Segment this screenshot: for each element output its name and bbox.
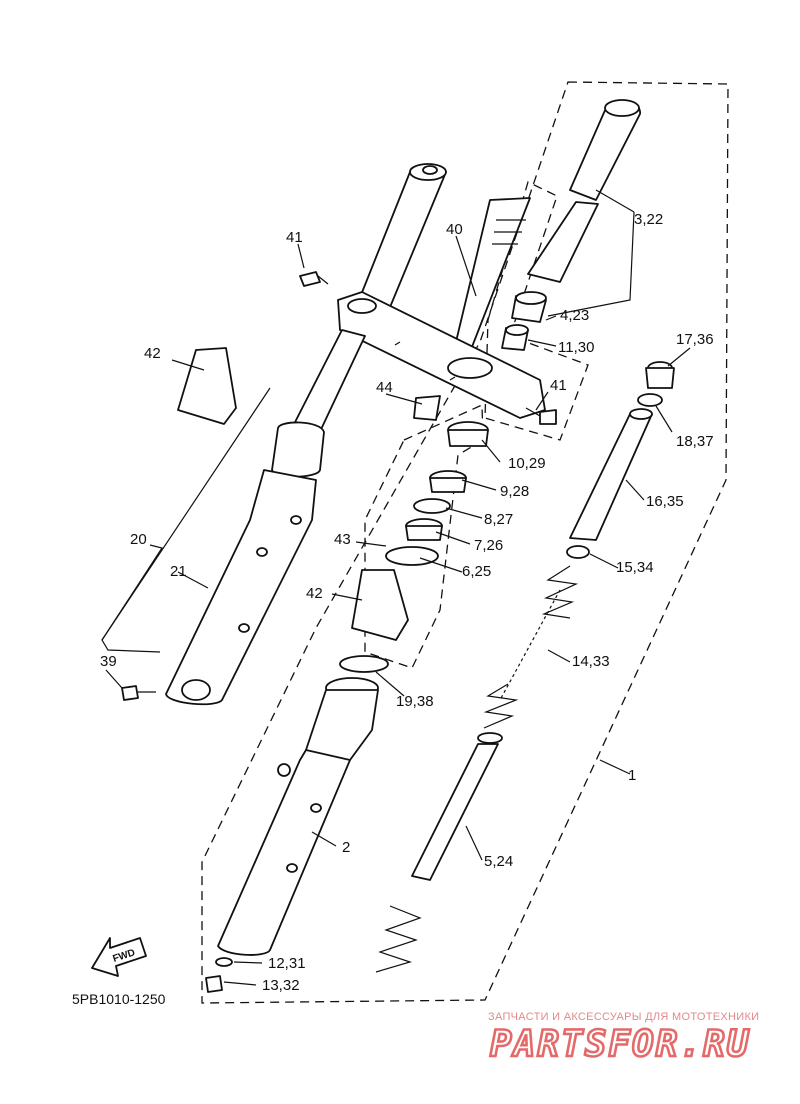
bushing-11-30: [501, 324, 529, 351]
callout-39: 39: [100, 653, 117, 670]
callout-11-30: 11,30: [558, 339, 594, 356]
bearing-10-29: [447, 421, 489, 447]
spring-14-33: [483, 565, 579, 729]
callout-15-34: 15,34: [616, 559, 654, 576]
callout-9-28: 9,28: [500, 483, 529, 500]
callout-4-23: 4,23: [560, 307, 589, 324]
fork-lower-leg-left: [165, 329, 366, 706]
nut-9-28: [429, 470, 467, 493]
callout-41-right: 41: [550, 377, 567, 394]
callout-19-38: 19,38: [396, 693, 434, 710]
watermark-tagline: ЗАПЧАСТИ И АКСЕССУАРЫ ДЛЯ МОТОТЕХНИКИ: [488, 1011, 759, 1023]
watermark: ЗАПЧАСТИ И АКСЕССУАРЫ ДЛЯ МОТОТЕХНИКИ PA…: [488, 1011, 759, 1066]
bolt-39: [121, 685, 156, 701]
washer-15-34: [566, 545, 590, 559]
callout-14-33: 14,33: [572, 653, 610, 670]
inner-tube-3-22: [527, 99, 641, 283]
callout-16-35: 16,35: [646, 493, 684, 510]
callout-20: 20: [130, 531, 147, 548]
dashed-outline-bearing-group: [364, 404, 484, 669]
callout-42-upper: 42: [144, 345, 161, 362]
o-ring-19-38: [339, 655, 389, 673]
cover-42-lower: [351, 569, 409, 641]
callout-42-lower: 42: [306, 585, 323, 602]
callout-labels: 41 40 3,22 4,23 11,30 17,36 42 44 41 18,…: [100, 211, 714, 994]
callout-8-27: 8,27: [484, 511, 513, 528]
dashed-outline-top-group: [484, 181, 589, 441]
under-bracket: [337, 197, 546, 419]
callout-12-31: 12,31: [268, 955, 306, 972]
callout-40: 40: [446, 221, 463, 238]
dashed-outline-assembly-1: [201, 81, 729, 1004]
cap-bolt-17-36: [645, 361, 675, 389]
callout-2: 2: [342, 839, 350, 856]
washer-12-31: [215, 957, 233, 967]
bearing-7-26: [405, 518, 443, 541]
callout-43: 43: [334, 531, 351, 548]
bolt-44: [413, 395, 441, 421]
washer-8-27: [413, 498, 451, 514]
fork-tube-left: [354, 163, 447, 318]
callout-13-32: 13,32: [262, 977, 300, 994]
callout-17-36: 17,36: [676, 331, 714, 348]
fork-lower-leg-2: [217, 677, 379, 956]
damper-rod-5-24: [375, 732, 503, 973]
bolt-13-32: [205, 975, 223, 993]
fwd-arrow-icon: FWD: [91, 937, 147, 977]
ring-43: [385, 546, 439, 566]
callout-5-24: 5,24: [484, 853, 513, 870]
spacer-16-35: [569, 408, 653, 541]
callout-3-22: 3,22: [634, 211, 663, 228]
callout-44: 44: [376, 379, 393, 396]
callout-41-top: 41: [286, 229, 303, 246]
diagram-code: 5PB1010-1250: [72, 991, 166, 1007]
bolt-41-top: [299, 271, 329, 287]
callout-21: 21: [170, 563, 187, 580]
callout-18-37: 18,37: [676, 433, 714, 450]
callout-7-26: 7,26: [474, 537, 503, 554]
o-ring-18-37: [637, 393, 663, 407]
leader-lines: [101, 189, 691, 986]
watermark-brand: PARTSFOR.RU: [490, 1024, 750, 1065]
bushing-4-23: [511, 291, 547, 323]
callout-6-25: 6,25: [462, 563, 491, 580]
callout-1: 1: [628, 767, 636, 784]
bolt-41-right: [525, 407, 557, 425]
callout-10-29: 10,29: [508, 455, 546, 472]
cover-42-upper: [177, 347, 237, 425]
